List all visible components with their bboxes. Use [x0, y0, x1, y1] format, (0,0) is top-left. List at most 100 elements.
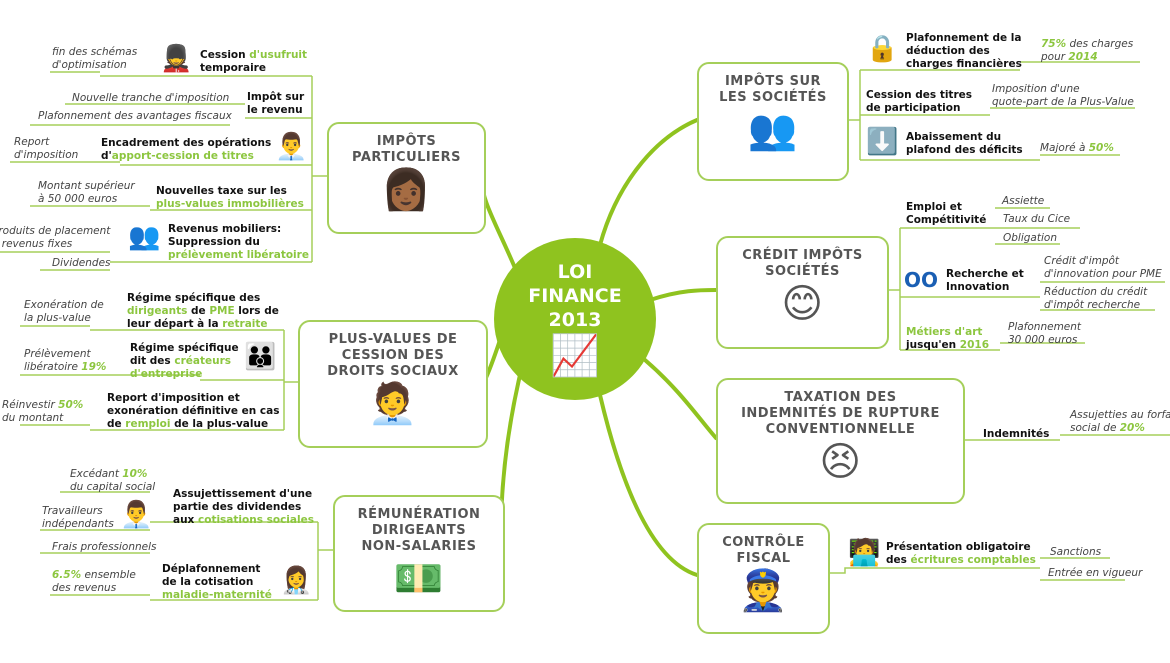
topic-title: PARTICULIERS: [352, 150, 461, 165]
businessman-lock-icon: 🔒: [866, 34, 899, 64]
text: 75%: [1041, 38, 1067, 50]
text: Excédant: [70, 468, 123, 480]
topic-taxation-indemnites[interactable]: TAXATION DES INDEMNITÉS DE RUPTURE CONVE…: [716, 378, 965, 504]
leaf-majore[interactable]: Majoré à 50%: [1040, 142, 1114, 155]
central-topic[interactable]: LOI FINANCE 2013 📈: [494, 238, 656, 400]
leaf-plafonnement-avantages[interactable]: Plafonnement des avantages fiscaux: [38, 110, 232, 122]
topic-credit-impots[interactable]: CRÉDIT IMPÔTS SOCIÉTÉS 😊: [716, 236, 889, 349]
text: d'usufruit: [249, 49, 308, 61]
text: Assujettissement d'une: [173, 488, 313, 500]
text: 20%: [1119, 422, 1145, 434]
user-add-icon: 🧑‍💼: [367, 381, 419, 427]
topic-title: TAXATION DES: [784, 390, 897, 405]
topic-title: PLUS-VALUES DE: [328, 332, 458, 347]
text: Report d'imposition et: [107, 392, 240, 404]
topic-controle-fiscal[interactable]: CONTRÔLE FISCAL 👮: [697, 523, 830, 634]
text: Plafonnement de la: [906, 32, 1022, 44]
leaf-sanctions[interactable]: Sanctions: [1050, 546, 1102, 558]
topic-impots-particuliers[interactable]: IMPÔTS PARTICULIERS 👩🏾: [327, 122, 486, 234]
text: PME: [209, 305, 235, 317]
leaf-obligation[interactable]: Obligation: [1003, 232, 1057, 244]
text: Recherche et: [946, 268, 1024, 280]
text: Réduction du crédit: [1044, 286, 1148, 298]
text: Crédit d'impôt: [1044, 255, 1120, 267]
leaf-excedant[interactable]: Excédant 10%du capital social: [70, 468, 155, 494]
leaf-taux-cice[interactable]: Taux du Cice: [1003, 213, 1071, 225]
text: quote-part de la Plus-Value: [992, 96, 1134, 108]
text: 19%: [81, 361, 107, 373]
leaf-frais[interactable]: Frais professionnels: [52, 541, 157, 553]
text: Innovation: [946, 281, 1010, 293]
text: du montant: [2, 412, 64, 424]
text: à revenus fixes: [0, 238, 73, 250]
topic-title: INDEMNITÉS DE RUPTURE: [741, 406, 940, 421]
accountant-icon: 🧑‍💻: [848, 538, 881, 568]
text: Abaissement du: [906, 131, 1002, 143]
smiley-happy-icon: 😊: [781, 281, 824, 327]
businessman-down-icon: ⬇️: [866, 127, 899, 157]
text: plafond des déficits: [906, 144, 1023, 156]
text: maladie-maternité: [162, 589, 272, 601]
topic-impots-societes[interactable]: IMPÔTS SUR LES SOCIÉTÉS 👥: [697, 62, 849, 181]
topic-plus-values[interactable]: PLUS-VALUES DE CESSION DES DROITS SOCIAU…: [298, 320, 488, 448]
center-line-3: 2013: [548, 309, 602, 331]
text: d'innovation pour PME: [1044, 268, 1162, 280]
topic-title: SOCIÉTÉS: [765, 264, 840, 279]
text: des charges: [1066, 38, 1134, 50]
businessmen-icon: 👥: [747, 107, 799, 153]
leaf-reinvestir[interactable]: Réinvestir 50%du montant: [2, 399, 83, 425]
leaf-assiette[interactable]: Assiette: [1002, 195, 1045, 207]
leaf-entree-vigueur[interactable]: Entrée en vigueur: [1048, 567, 1143, 579]
text: Imposition d'une: [992, 83, 1080, 95]
text: social de: [1070, 422, 1120, 434]
text: Impôt sur: [247, 91, 305, 103]
text: remploi: [125, 418, 171, 430]
text: leur départ à la: [127, 318, 223, 330]
node-indemnites[interactable]: Indemnités: [983, 428, 1050, 440]
text: partie des dividendes: [173, 501, 302, 513]
topic-remuneration[interactable]: RÉMUNÉRATION DIRIGEANTS NON-SALARIES 💵: [333, 495, 505, 612]
text: Présentation obligatoire: [886, 541, 1031, 553]
topic-title: CONTRÔLE: [722, 535, 805, 550]
text: Exonération de: [24, 299, 104, 311]
text: Majoré à: [1040, 142, 1089, 154]
text: Emploi et: [906, 201, 962, 213]
text: Encadrement des opérations: [101, 137, 272, 149]
center-line-2: FINANCE: [528, 285, 622, 307]
leaf-tranche[interactable]: Nouvelle tranche d'imposition: [72, 92, 230, 104]
leaf-dividendes[interactable]: Dividendes: [52, 257, 111, 269]
text: d': [101, 150, 112, 162]
text: apport-cession de titres: [111, 150, 254, 162]
